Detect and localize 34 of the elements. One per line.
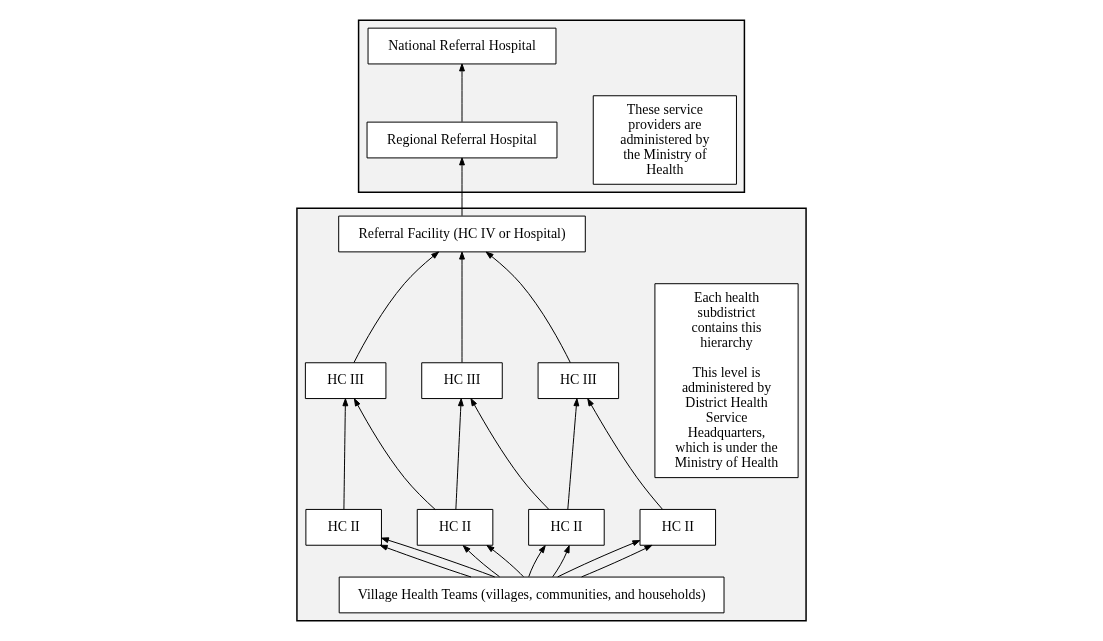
- node-box: HC II: [528, 508, 605, 546]
- node-box: National Referral Hospital: [367, 27, 557, 65]
- node-box: Each health subdistrict contains this hierarchy This level is administered by District Health Service Headquarters, which is under the Ministry of Health: [654, 283, 799, 479]
- arrow: [342, 398, 349, 510]
- arrow: [462, 545, 500, 578]
- node-box: HC III: [304, 362, 387, 400]
- arrow: [581, 544, 653, 578]
- node-box: Village Health Teams (villages, communities, and households): [338, 576, 725, 614]
- cluster: [296, 207, 807, 622]
- node-box: Regional Referral Hospital: [366, 121, 558, 159]
- arrow: [455, 398, 464, 510]
- node-box: HC II: [639, 508, 717, 546]
- arrow: [567, 398, 580, 510]
- arrow: [459, 251, 465, 363]
- node-box: HC III: [421, 362, 503, 400]
- arrow: [470, 398, 550, 510]
- arrow: [528, 545, 546, 578]
- arrow: [381, 537, 496, 578]
- arrow: [557, 540, 641, 578]
- arrow: [459, 63, 465, 123]
- node-box: HC II: [305, 508, 382, 546]
- arrow: [379, 544, 472, 578]
- cluster: [357, 19, 746, 193]
- arrow: [459, 157, 465, 217]
- node-box: HC II: [416, 508, 494, 546]
- arrow: [486, 544, 524, 578]
- node-box: HC III: [537, 362, 620, 400]
- arrow: [552, 545, 570, 578]
- arrow: [353, 398, 436, 510]
- arrow: [353, 251, 440, 364]
- arrow: [587, 398, 663, 510]
- node-box: These service providers are administered by the Ministry of Health: [592, 95, 737, 185]
- arrow: [485, 251, 571, 364]
- node-box: Referral Facility (HC IV or Hospital): [338, 215, 586, 253]
